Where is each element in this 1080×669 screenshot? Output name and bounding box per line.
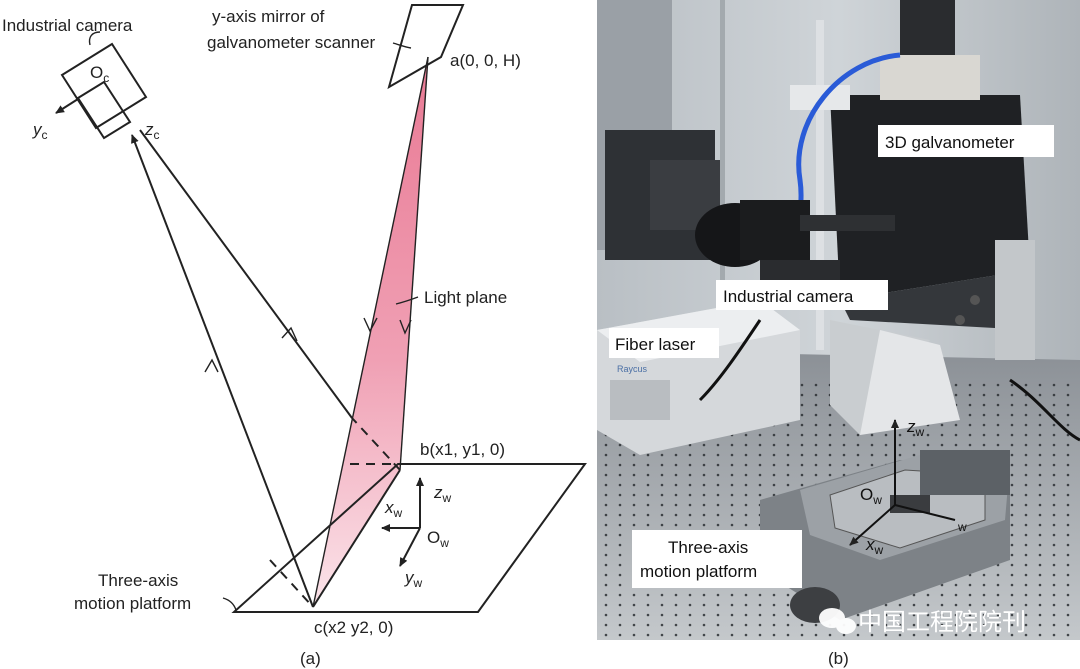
camera-y-axis-arrow: [55, 98, 79, 114]
mirror-leader: [392, 42, 412, 49]
ray-c-to-camera: [131, 134, 314, 608]
laser-line-on-platform: [312, 469, 401, 608]
industrial-camera-diagram: [60, 31, 148, 140]
panel-b-caption: (b): [828, 649, 849, 668]
industrial-camera-label: Industrial camera: [2, 16, 133, 35]
world-z-axis-label: zw: [433, 483, 452, 505]
ray-c-hidden-segment: [269, 559, 314, 608]
galvanometer-label: 3D galvanometer: [885, 133, 1015, 152]
world-x-axis-label: xw: [384, 498, 403, 520]
world-coordinate-system: [381, 477, 424, 567]
light-plane-edge-left: [312, 56, 429, 608]
light-direction-arrow-2: [399, 319, 412, 335]
photo-platform-label-line2: motion platform: [640, 562, 757, 581]
photo-world-x-label: xw: [865, 535, 884, 557]
camera-origin-label: Oc: [90, 63, 109, 85]
light-plane-leader: [395, 296, 419, 305]
watermark: 中国工程院院刊: [819, 608, 1026, 636]
platform-label-line2: motion platform: [74, 594, 191, 613]
fiber-laser-label: Fiber laser: [615, 335, 696, 354]
photo-world-axes: [849, 419, 956, 546]
galvanometer-mirror: [387, 4, 465, 90]
point-b-label: b(x1, y1, 0): [420, 440, 505, 459]
mirror-label-line1: y-axis mirror of: [212, 7, 325, 26]
point-a-label: a(0, 0, H): [450, 51, 521, 70]
ray-direction-arrow-2: [281, 326, 298, 342]
watermark-text: 中国工程院院刊: [858, 608, 1026, 636]
world-origin-label: Ow: [427, 528, 449, 550]
light-direction-arrow-1: [363, 317, 378, 333]
light-plane-edge-right: [399, 56, 429, 471]
ray-b-to-camera: [139, 129, 353, 419]
photo-world-origin-label: Ow: [860, 485, 882, 507]
mirror-label-line2: galvanometer scanner: [207, 33, 376, 52]
fiber-laser-label-bg: [609, 328, 719, 358]
panel-a-caption: (a): [300, 649, 321, 668]
ray-direction-arrow-1: [204, 358, 219, 373]
camera-label-bg: [716, 280, 888, 310]
fiber-laser-brand: Raycus: [617, 364, 648, 374]
world-y-axis-label: yw: [404, 568, 423, 590]
photo-world-y-partial-label: w: [957, 520, 967, 534]
panel-b-photo: Raycus: [597, 0, 1080, 668]
photo-platform-label-bg: [632, 530, 802, 588]
light-plane-label: Light plane: [424, 288, 507, 307]
panel-a: Industrial camera Oc yc zc y-axis mirror…: [2, 4, 587, 668]
ray-b-hidden-segment: [351, 417, 401, 471]
photo-world-z-label: zw: [906, 417, 925, 439]
galvanometer-label-bg: [878, 125, 1054, 157]
platform-leader: [222, 597, 237, 611]
camera-y-axis-label: yc: [32, 120, 48, 142]
motion-platform-plane: [231, 463, 587, 613]
camera-z-axis-label: zc: [144, 120, 160, 142]
point-c-label: c(x2 y2, 0): [314, 618, 393, 637]
platform-label-line1: Three-axis: [98, 571, 178, 590]
photo-platform-label-line1: Three-axis: [668, 538, 748, 557]
wechat-icon: [819, 608, 856, 634]
photo-camera-label: Industrial camera: [723, 287, 854, 306]
